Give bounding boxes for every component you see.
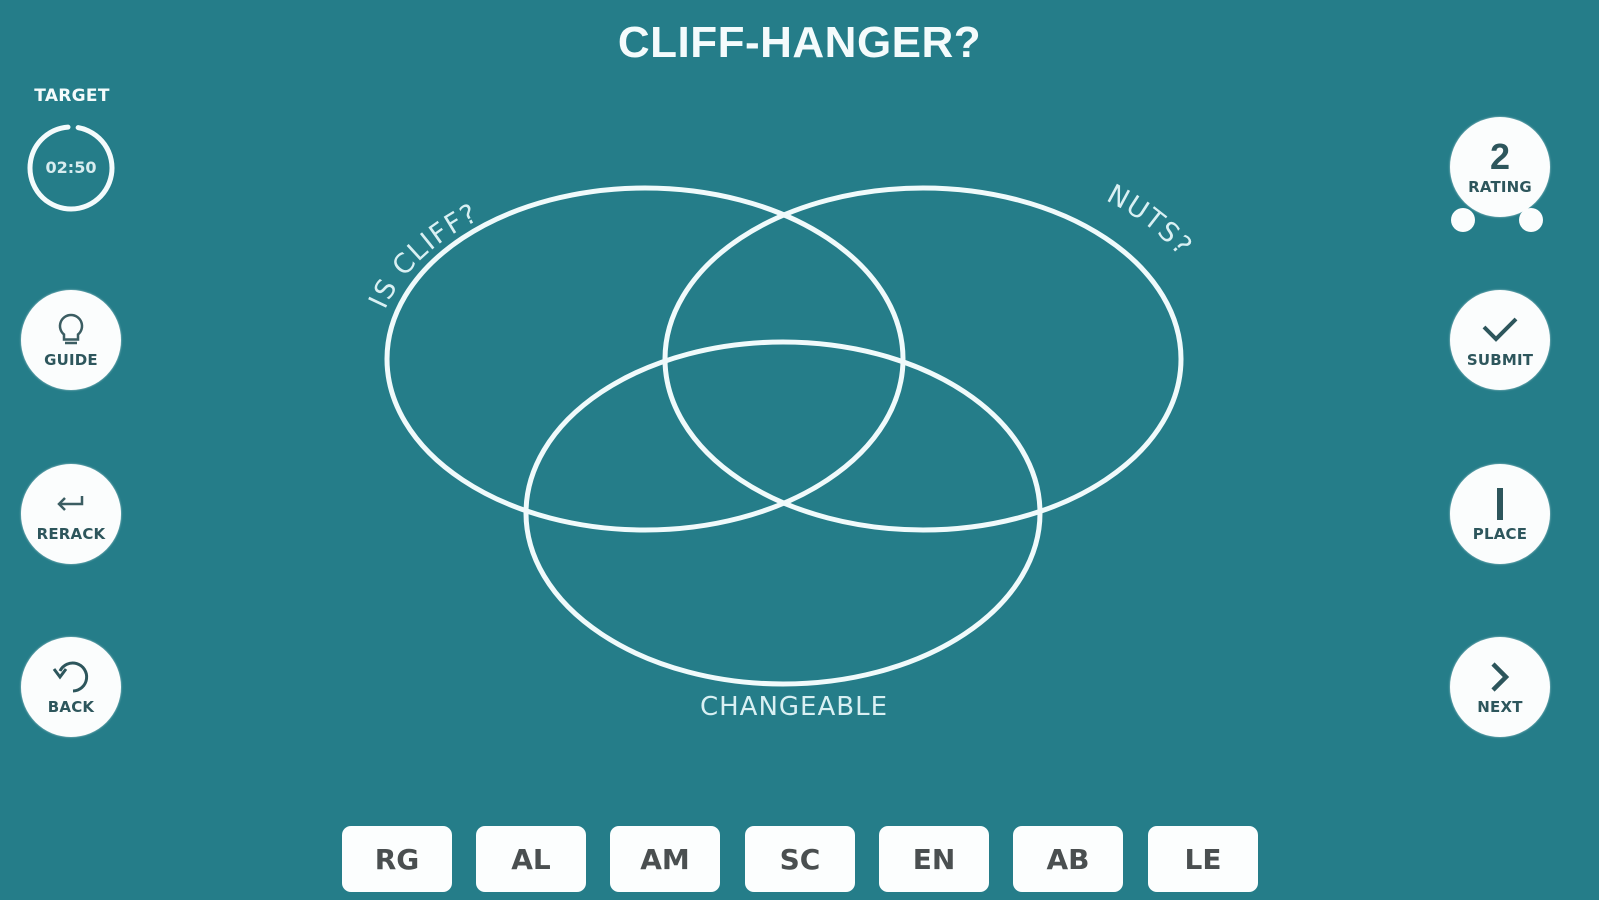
tile-le[interactable]: LE — [1148, 826, 1258, 892]
back-button[interactable]: BACK — [21, 637, 121, 737]
venn-label-changeable: CHANGEABLE — [699, 692, 889, 722]
rating-label: RATING — [1468, 178, 1532, 196]
tile-al[interactable]: AL — [476, 826, 586, 892]
venn-set-is-cliff — [384, 185, 906, 533]
rating-value: 2 — [1489, 136, 1511, 177]
venn-label-nuts: NUTS? — [1102, 179, 1198, 262]
venn-set-changeable — [523, 339, 1043, 687]
tile-ab[interactable]: AB — [1013, 826, 1123, 892]
chevron-right-icon — [1480, 658, 1520, 696]
place-button[interactable]: PLACE — [1450, 464, 1550, 564]
tile-am[interactable]: AM — [610, 826, 720, 892]
next-label: NEXT — [1477, 698, 1523, 716]
back-label: BACK — [47, 698, 95, 716]
timer-value: 02:50 — [45, 158, 97, 177]
rating-dot-left — [1451, 208, 1475, 232]
rerack-label: RERACK — [36, 525, 106, 543]
puzzle-title: CLIFF-HANGER? — [617, 18, 982, 67]
timer-label: TARGET — [34, 86, 110, 106]
lightbulb-icon — [51, 311, 91, 349]
tile-en[interactable]: EN — [879, 826, 989, 892]
rerack-button[interactable]: RERACK — [21, 464, 121, 564]
tile-sc[interactable]: SC — [745, 826, 855, 892]
submit-button[interactable]: SUBMIT — [1450, 290, 1550, 390]
place-label: PLACE — [1472, 525, 1528, 543]
bar-icon — [1480, 485, 1520, 523]
timer: 02:50 — [25, 122, 117, 214]
rating-button[interactable]: 2 RATING — [1450, 117, 1550, 217]
venn-set-nuts — [662, 185, 1184, 533]
tile-rg[interactable]: RG — [342, 826, 452, 892]
undo-icon — [51, 658, 91, 696]
guide-label: GUIDE — [44, 351, 98, 369]
checkmark-icon — [1480, 311, 1520, 349]
letter-tile-rack: RG AL AM SC EN AB LE — [0, 826, 1599, 896]
return-arrow-icon — [51, 485, 91, 523]
next-button[interactable]: NEXT — [1450, 637, 1550, 737]
guide-button[interactable]: GUIDE — [21, 290, 121, 390]
rating-dot-right — [1519, 208, 1543, 232]
venn-label-is-cliff: IS CLIFF? — [363, 198, 483, 313]
submit-label: SUBMIT — [1466, 351, 1534, 369]
timer-ring-icon — [27, 124, 115, 212]
